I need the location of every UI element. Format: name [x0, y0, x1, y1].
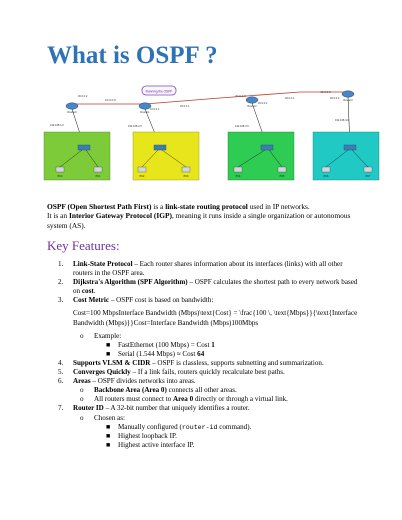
svg-text:Router1: Router1: [140, 110, 150, 114]
cloud-label-box: [141, 85, 177, 96]
ip-label-4: 20.0.0.2: [258, 101, 268, 105]
lan-label-3: 192.168.3.0: [235, 124, 249, 128]
wan-link-line: [72, 91, 348, 105]
svg-text:PC1: PC1: [96, 175, 101, 178]
example-fast-ethernet: ■FastEthernet (100 Mbps) = Cost 1: [106, 340, 215, 349]
list-item: 6.Areas – OSPF divides networks into are…: [58, 377, 196, 386]
ip-label-5: 40.0.0.1: [285, 96, 295, 100]
svg-text:Router0: Router0: [67, 110, 77, 114]
list-item: 2.Dijkstra's Algorithm (SPF Algorithm) –…: [58, 278, 358, 296]
cost-formula: Cost=100 MbpsInterface Bandwidth (Mbps)\…: [73, 309, 358, 327]
router-id-manual: ■Manually configured (router-id command)…: [106, 422, 252, 431]
svg-text:PC7: PC7: [366, 175, 371, 178]
switch-4: PC6 PC7: [321, 144, 373, 178]
router-2: Router1: [138, 102, 152, 114]
svg-text:PC3: PC3: [184, 175, 189, 178]
ip-label-2: 10.0.0.1: [150, 107, 160, 111]
page-title: What is OSPF ?: [47, 42, 218, 69]
svg-text:PC2: PC2: [140, 175, 145, 178]
ip-label-3: 20.0.0.1: [180, 104, 190, 108]
svg-text:PC5: PC5: [280, 175, 285, 178]
switch-2: PC2 PC3: [137, 144, 191, 178]
lan-label-1: 192.168.1.0: [50, 123, 64, 127]
svg-text:PC0: PC0: [58, 175, 63, 178]
router-id-interface: ■Highest active interface IP.: [106, 440, 195, 449]
zone-3: [227, 131, 295, 181]
key-features-heading: Key Features:: [47, 238, 120, 253]
svg-text:PC6: PC6: [324, 175, 329, 178]
ip-label-6: 40.0.0.2: [330, 96, 340, 100]
svg-text:PC4: PC4: [236, 175, 241, 178]
intro-line-1: OSPF (Open Shortest Path First) is a lin…: [47, 202, 310, 211]
intro-line-2: It is an Interior Gateway Protocol (IGP)…: [47, 211, 351, 230]
list-item: 1.Link-State Protocol – Each router shar…: [58, 260, 343, 278]
router-id-loopback: ■Highest loopback IP.: [106, 431, 177, 440]
cloud-label: Running the OSPF: [146, 89, 173, 93]
example-serial: ■Serial (1.544 Mbps) ≈ Cost 64: [106, 349, 205, 358]
link-label-2: 20.0.0.0: [235, 94, 246, 98]
list-item: 7.Router ID – A 32-bit number that uniqu…: [58, 404, 250, 413]
zone-1: [43, 131, 111, 181]
intro-paragraph: OSPF (Open Shortest Path First) is a lin…: [47, 202, 362, 230]
list-item: 4.Supports VLSM & CIDR – OSPF is classle…: [58, 358, 324, 367]
lan-label-2: 192.168.2.0: [128, 124, 142, 128]
switch-3: PC4 PC5: [233, 144, 287, 178]
router-1: Router0: [65, 102, 79, 114]
zone-4: [312, 131, 380, 181]
router-3: Router2: [245, 96, 259, 108]
switch-1: PC0 PC1: [55, 144, 103, 178]
link-label-1: 10.0.0.0: [105, 98, 116, 102]
svg-text:Router2: Router2: [247, 104, 257, 108]
link-label-3: 40.0.0.0: [320, 90, 331, 94]
zone-2: [132, 131, 200, 181]
feature-list: 1.Link-State Protocol – Each router shar…: [58, 260, 363, 450]
lan-label-4: 192.168.4.0: [335, 118, 349, 122]
list-item: 3.Cost Metric – OSPF cost is based on ba…: [58, 296, 214, 305]
list-item: 5.Converges Quickly – If a link fails, r…: [58, 368, 285, 377]
ospf-topology-diagram: Running the OSPF 10.0.0.0 20.0.0.0 40.0.…: [43, 85, 380, 181]
ip-label-1: 30.0.0.2: [78, 94, 88, 98]
